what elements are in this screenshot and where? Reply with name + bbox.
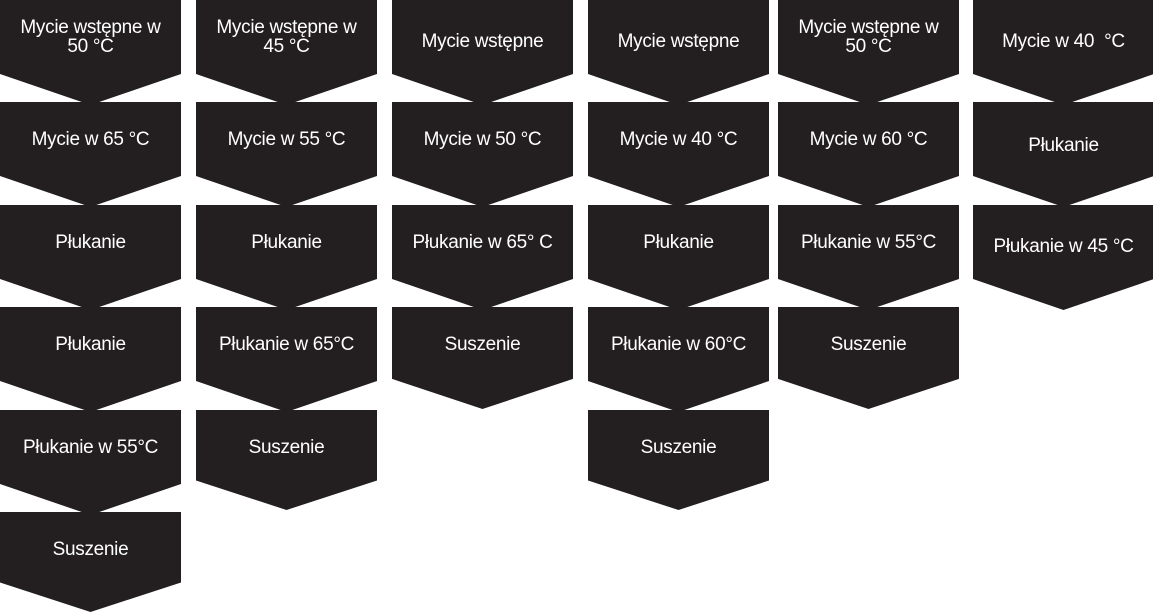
process-step: Mycie wstępne w 50 °C bbox=[778, 0, 959, 105]
process-step: Płukanie bbox=[973, 102, 1153, 207]
process-step-label: Płukanie bbox=[55, 333, 126, 355]
process-step-label: Płukanie w 55°C bbox=[800, 231, 937, 253]
process-step-label: Mycie wstępne bbox=[617, 30, 740, 52]
process-step-label: Mycie wstępne w 50 °C bbox=[798, 17, 939, 57]
process-step: Płukanie bbox=[196, 205, 377, 310]
process-step: Suszenie bbox=[196, 410, 377, 510]
process-step: Mycie w 55 °C bbox=[196, 102, 377, 207]
process-step-label: Suszenie bbox=[444, 333, 521, 355]
process-step: Mycie wstępne w 50 °C bbox=[0, 0, 181, 105]
process-step-label: Mycie w 60 °C bbox=[809, 128, 928, 150]
process-step-label: Mycie wstępne bbox=[421, 30, 544, 52]
process-step: Płukanie bbox=[0, 307, 181, 412]
process-step: Mycie wstępne bbox=[588, 0, 769, 105]
process-step: Mycie w 60 °C bbox=[778, 102, 959, 207]
process-column-5: Mycie wstępne w 50 °C Mycie w 60 °C Płukan… bbox=[778, 0, 959, 612]
process-step-label: Płukanie w 55°C bbox=[22, 436, 159, 458]
process-step: Płukanie w 65° C bbox=[392, 205, 573, 310]
process-step: Płukanie w 45 °C bbox=[973, 205, 1153, 310]
process-step: Płukanie w 60°C bbox=[588, 307, 769, 412]
process-step-label: Płukanie bbox=[643, 231, 714, 253]
process-step-label: Mycie w 40 °C bbox=[619, 128, 738, 150]
process-step: Mycie wstępne bbox=[392, 0, 573, 105]
process-step-label: Suszenie bbox=[640, 436, 717, 458]
process-column-2: Mycie wstępne w 45 °C Mycie w 55 °C Płukan… bbox=[196, 0, 377, 612]
process-step: Mycie w 65 °C bbox=[0, 102, 181, 207]
process-step-label: Płukanie w 65° C bbox=[412, 231, 553, 253]
process-step-label: Mycie w 40 °C bbox=[1002, 30, 1125, 52]
process-step-label: Mycie wstępne w 45 °C bbox=[216, 17, 357, 57]
process-step: Mycie w 40 °C bbox=[588, 102, 769, 207]
process-step-label: Suszenie bbox=[830, 333, 907, 355]
process-step-label: Płukanie w 65°C bbox=[218, 333, 355, 355]
process-step: Suszenie bbox=[588, 410, 769, 510]
process-step-label: Mycie wstępne w 50 °C bbox=[20, 17, 161, 57]
process-step-label: Płukanie bbox=[251, 231, 322, 253]
process-step: Suszenie bbox=[392, 307, 573, 409]
process-step: Płukanie w 55°C bbox=[0, 410, 181, 515]
process-step: Suszenie bbox=[0, 512, 181, 612]
process-step: Mycie wstępne w 45 °C bbox=[196, 0, 377, 105]
process-step-label: Mycie w 50 °C bbox=[423, 128, 542, 150]
process-step-label: Płukanie w 45 °C bbox=[993, 235, 1134, 257]
process-step-label: Mycie w 55 °C bbox=[227, 128, 346, 150]
process-step: Mycie w 40 °C bbox=[973, 0, 1153, 105]
process-step: Płukanie w 65°C bbox=[196, 307, 377, 412]
process-step-label: Płukanie bbox=[1028, 134, 1099, 156]
process-step-label: Mycie w 65 °C bbox=[31, 128, 150, 150]
process-column-1: Mycie wstępne w 50 °C Mycie w 65 °C Płukan… bbox=[0, 0, 181, 612]
process-step: Płukanie w 55°C bbox=[778, 205, 959, 310]
process-step: Suszenie bbox=[778, 307, 959, 409]
process-step: Płukanie bbox=[588, 205, 769, 310]
process-step-label: Płukanie bbox=[55, 231, 126, 253]
process-step-label: Suszenie bbox=[248, 436, 325, 458]
process-step-label: Płukanie w 60°C bbox=[610, 333, 747, 355]
process-step: Mycie w 50 °C bbox=[392, 102, 573, 207]
process-step-label: Suszenie bbox=[52, 538, 129, 560]
process-step: Płukanie bbox=[0, 205, 181, 310]
